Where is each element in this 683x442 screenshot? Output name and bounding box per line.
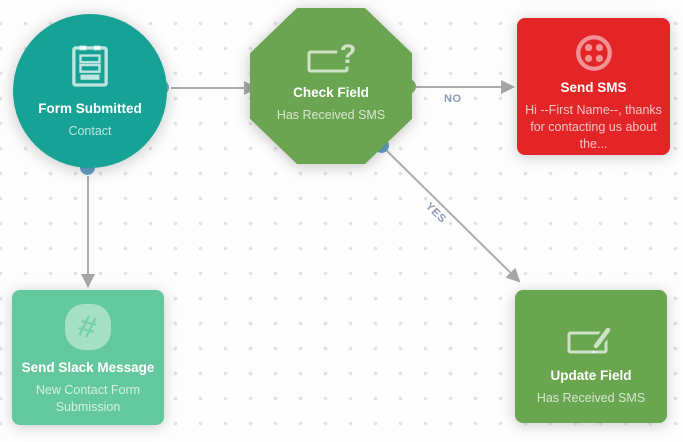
node-form-submitted[interactable]: Form Submitted Contact xyxy=(13,14,167,168)
node-subtitle: Has Received SMS xyxy=(276,107,386,122)
edge-label-no: NO xyxy=(444,93,462,105)
edge-form-to-check xyxy=(171,81,258,95)
arrowhead-icon xyxy=(501,80,515,94)
arrowhead-icon xyxy=(505,267,526,288)
field-pencil-icon xyxy=(565,324,617,356)
svg-text:?: ? xyxy=(340,40,357,69)
field-question-icon: ? xyxy=(305,40,357,76)
edge-check-to-update: YES xyxy=(382,146,526,288)
node-subtitle: Hi --First Name--, thanks for contacting… xyxy=(525,102,662,151)
edge-form-to-slack xyxy=(81,176,95,288)
arrowhead-icon xyxy=(81,274,95,288)
node-check-field[interactable]: ? Check Field Has Received SMS xyxy=(250,8,412,164)
node-title: Form Submitted xyxy=(38,101,142,116)
node-title: Update Field xyxy=(550,368,632,383)
form-clipboard-icon xyxy=(71,44,109,88)
node-title: Send SMS xyxy=(560,80,627,95)
node-subtitle: New Contact Form Submission xyxy=(35,382,141,414)
node-update-field[interactable]: Update Field Has Received SMS xyxy=(515,290,667,423)
node-subtitle: Contact xyxy=(68,123,112,138)
edge-check-to-sms: NO xyxy=(416,80,515,105)
node-send-sms[interactable]: Send SMS Hi --First Name--, thanks for c… xyxy=(517,18,670,155)
node-subtitle: Has Received SMS xyxy=(536,390,646,405)
edge-label-yes: YES xyxy=(423,200,449,226)
node-title: Send Slack Message xyxy=(21,360,155,375)
node-send-slack-message[interactable]: # Send Slack Message New Contact Form Su… xyxy=(12,290,164,425)
node-title: Check Field xyxy=(293,85,369,100)
twilio-dots-icon xyxy=(573,32,615,74)
slack-hash-icon: # xyxy=(65,304,111,350)
